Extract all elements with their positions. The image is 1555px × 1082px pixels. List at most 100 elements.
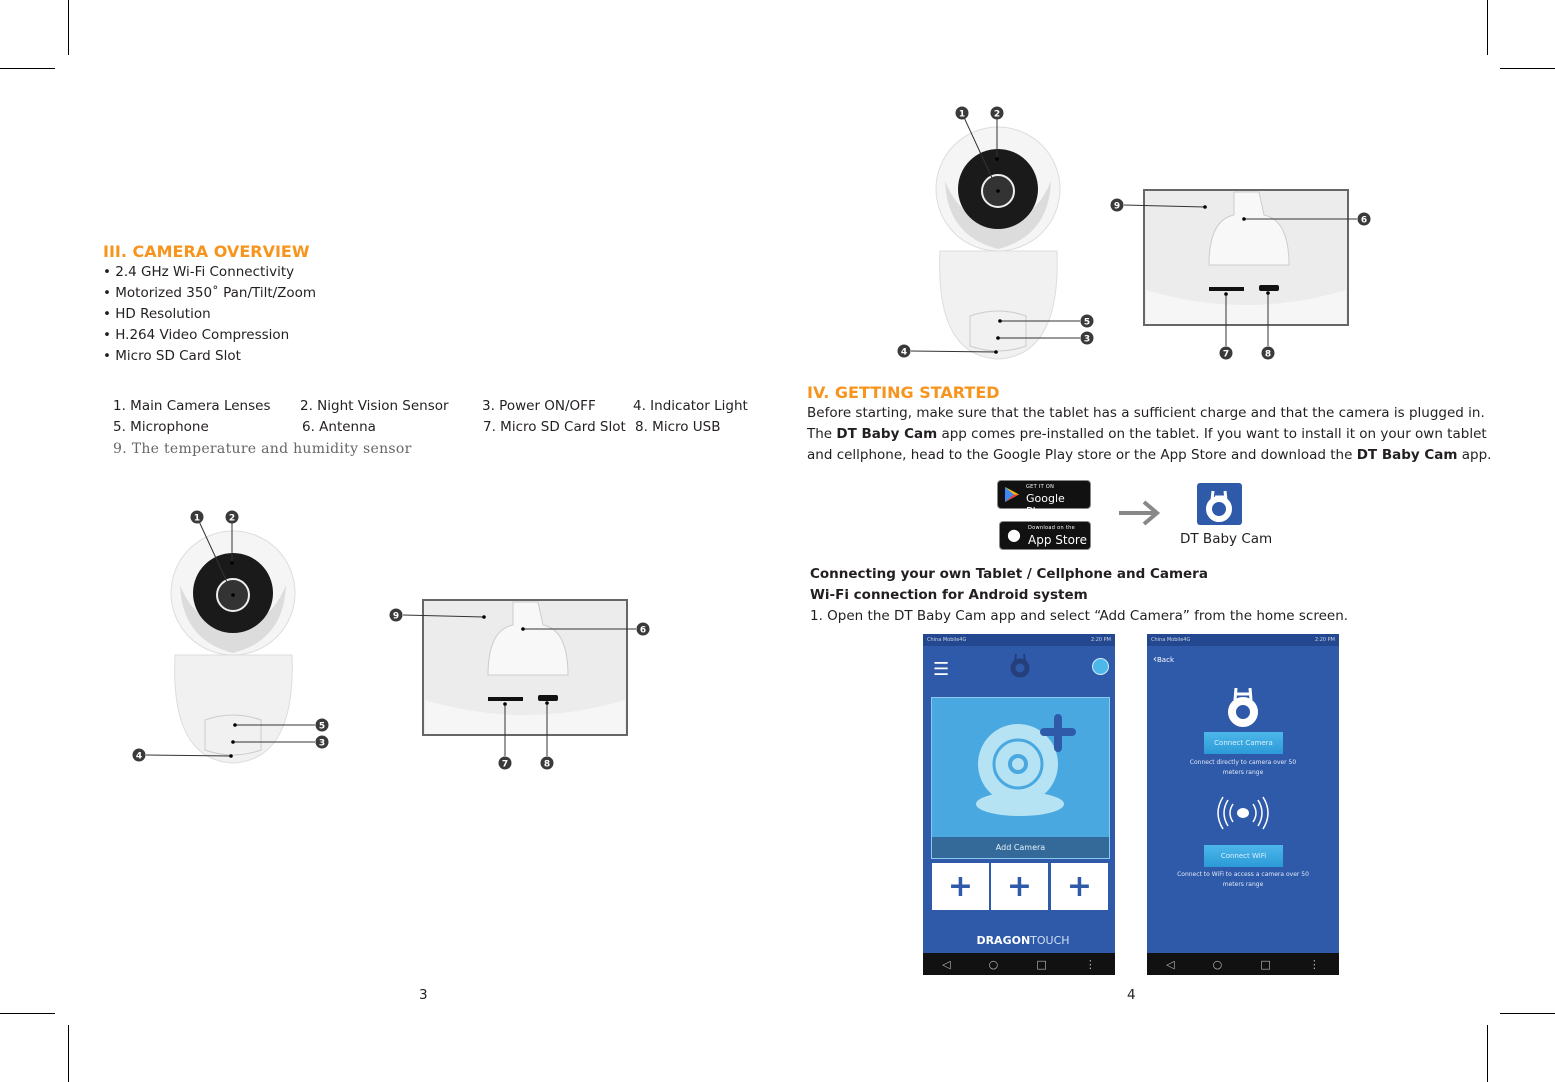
more-nav-icon[interactable]: ⋮	[1084, 957, 1096, 971]
base-panel	[969, 310, 1027, 352]
app-store-badge[interactable]: ● Download on the App Store	[999, 521, 1091, 550]
callout-dot	[229, 754, 233, 758]
callout-dot	[1266, 291, 1270, 295]
part-item: 2. Night Vision Sensor	[300, 398, 449, 414]
callout-badge	[636, 622, 650, 636]
back-base	[425, 700, 625, 734]
status-bar: China Mobile4G 2:20 PM	[923, 634, 1115, 646]
text: The	[807, 426, 837, 442]
callout-number: 8	[1265, 350, 1271, 360]
callout-badge	[190, 510, 204, 524]
carrier: China Mobile4G	[927, 637, 967, 643]
dt-baby-cam-app-icon[interactable]	[1197, 483, 1242, 525]
callout-dot	[521, 627, 525, 631]
crop-mark	[1500, 68, 1555, 69]
crop-mark	[1500, 1013, 1555, 1014]
callout-dot	[482, 615, 486, 619]
crop-mark	[68, 0, 69, 55]
back-button[interactable]: ‹Back	[1153, 654, 1174, 665]
text: meters range	[1222, 769, 1264, 776]
feature-item: • Motorized 350˚ Pan/Tilt/Zoom	[103, 285, 317, 301]
base-panel	[204, 714, 262, 756]
callout-badge	[1357, 212, 1371, 226]
callout-number: 1	[194, 514, 200, 524]
callout-dot	[231, 740, 235, 744]
add-slot-button[interactable]: +	[1051, 863, 1108, 910]
more-nav-icon[interactable]: ⋮	[1308, 957, 1320, 971]
part-item: 1. Main Camera Lenses	[113, 398, 271, 414]
step-1: 1. Open the DT Baby Cam app and select “…	[810, 608, 1349, 624]
badge-small-text: GET IT ON	[1026, 484, 1055, 490]
back-nav-icon[interactable]: ◁	[942, 957, 951, 971]
sd-slot	[1209, 287, 1244, 291]
callout-badge	[315, 735, 329, 749]
time: 2:20 PM	[1090, 637, 1111, 643]
part-item: 8. Micro USB	[635, 419, 721, 435]
callout-badge	[1080, 331, 1094, 345]
callout-badge	[955, 106, 969, 120]
callout-badge	[1110, 198, 1124, 212]
callout-dot	[230, 561, 234, 565]
head-shade	[945, 181, 1051, 249]
connect-camera-button[interactable]: Connect Camera	[1204, 732, 1283, 754]
callout-dot	[231, 593, 235, 597]
home-nav-icon[interactable]: ○	[1212, 957, 1223, 971]
recents-nav-icon[interactable]: □	[1036, 957, 1047, 971]
callout-dot	[503, 702, 507, 706]
feature-item: • 2.4 GHz Wi-Fi Connectivity	[103, 264, 295, 280]
back-nav-icon[interactable]: ◁	[1166, 957, 1175, 971]
text: and cellphone, head to the Google Play s…	[807, 447, 1357, 463]
intro-line: Before starting, make sure that the tabl…	[807, 405, 1485, 421]
callout-dot	[545, 701, 549, 705]
callout-number: 3	[319, 739, 325, 749]
profile-icon[interactable]	[1092, 658, 1109, 675]
callout-number: 5	[319, 722, 325, 732]
back-label: Back	[1157, 656, 1174, 664]
callout-number: 2	[994, 110, 1000, 120]
feature-item: • H.264 Video Compression	[103, 327, 290, 343]
callout-number: 3	[1084, 335, 1090, 345]
add-slot-button[interactable]: +	[991, 863, 1048, 910]
callout-number: 7	[1223, 350, 1229, 360]
callout-badge	[1219, 346, 1233, 360]
callout-badge	[1080, 314, 1094, 328]
time: 2:20 PM	[1314, 637, 1335, 643]
callout-dot	[1242, 217, 1246, 221]
wifi-signal-icon	[1217, 796, 1269, 830]
callout-badge	[1261, 346, 1275, 360]
callout-number: 5	[1084, 318, 1090, 328]
phone-screenshot-connect: China Mobile4G 2:20 PM ‹Back Connect Came…	[1147, 634, 1339, 975]
callout-dot	[998, 319, 1002, 323]
callout-line	[910, 350, 997, 353]
callout-badge	[540, 756, 554, 770]
text: meters range	[1222, 881, 1264, 888]
callout-number: 9	[1114, 202, 1120, 212]
callout-line	[1123, 204, 1206, 208]
google-play-badge[interactable]: GET IT ON Google Play	[997, 480, 1091, 518]
menu-icon[interactable]: ☰	[933, 659, 950, 680]
connect-wifi-button[interactable]: Connect WiFi	[1204, 845, 1283, 867]
home-nav-icon[interactable]: ○	[988, 957, 999, 971]
callout-badge	[225, 510, 239, 524]
callout-dot	[996, 189, 1000, 193]
crop-mark	[0, 1013, 55, 1014]
callout-number: 8	[544, 760, 550, 770]
back-stand	[487, 601, 569, 676]
sd-slot	[488, 697, 523, 701]
recents-nav-icon[interactable]: □	[1260, 957, 1271, 971]
crop-mark	[68, 1025, 69, 1082]
camera-base	[939, 250, 1058, 360]
callout-line	[196, 516, 234, 596]
add-slot-button[interactable]: +	[932, 863, 989, 910]
callout-badge	[315, 718, 329, 732]
section-title-camera-overview: III. CAMERA OVERVIEW	[103, 242, 310, 261]
add-camera-tile[interactable]: Add Camera	[931, 697, 1110, 859]
crop-mark	[1487, 0, 1488, 55]
callout-number: 6	[1361, 216, 1367, 226]
carrier: China Mobile4G	[1151, 637, 1191, 643]
part-item: 3. Power ON/OFF	[482, 398, 596, 414]
app-name: DT Baby Cam	[836, 426, 938, 442]
brand-text: TOUCH	[1030, 934, 1070, 947]
